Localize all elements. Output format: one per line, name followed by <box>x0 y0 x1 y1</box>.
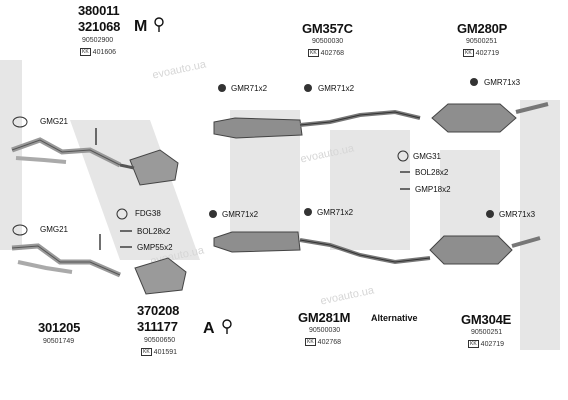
part-code: GM304E <box>461 312 512 327</box>
front-pipe-lower <box>11 243 121 278</box>
rear-silencer-bottom <box>429 235 541 265</box>
part-label: GMG21 <box>40 225 69 234</box>
part-label: BOL28x2 <box>137 227 171 236</box>
part-label: GMP55x2 <box>137 243 173 252</box>
ref-box-icon: KK <box>463 49 474 57</box>
article-number: 90501749 <box>43 338 75 345</box>
part-label: GMG31 <box>413 152 442 161</box>
automatic-transmission-icon: A <box>203 319 232 336</box>
middle-silencer-bottom <box>213 231 431 265</box>
ref-box-icon: KK <box>141 348 152 356</box>
part-label: GMR71x2 <box>222 210 259 219</box>
ref-box-icon: KK <box>305 338 316 346</box>
front-pipe-upper <box>11 137 122 168</box>
part-label: GMR71x3 <box>484 78 521 87</box>
part-code: GM280P <box>457 21 508 36</box>
part-label: BOL28x2 <box>415 168 449 177</box>
catalytic-converter-lower <box>134 257 187 295</box>
svg-text:M: M <box>134 18 147 34</box>
article-number: 90500251 <box>471 329 503 336</box>
part-code: 370208 <box>137 303 180 318</box>
ref-box-icon: KK <box>308 49 319 57</box>
part-label: GMR71x3 <box>499 210 536 219</box>
part-code: 301205 <box>38 320 81 335</box>
part-label: GMG21 <box>40 117 69 126</box>
part-label: GMR71x2 <box>231 84 268 93</box>
svg-text:A: A <box>203 320 215 336</box>
gasket-symbols <box>12 116 409 236</box>
article-number: 90500251 <box>466 38 498 45</box>
part-code: 321068 <box>78 19 121 34</box>
part-label: GMR71x2 <box>317 208 354 217</box>
manual-transmission-icon: M <box>134 17 164 34</box>
part-code: GM281M <box>298 310 351 325</box>
bolt-symbols <box>95 128 410 250</box>
article-number: 90500030 <box>312 38 344 45</box>
rear-silencer-top <box>431 102 549 133</box>
part-label: GMR71x2 <box>318 84 355 93</box>
article-number: 90500650 <box>144 337 176 344</box>
part-label: GMP18x2 <box>415 185 451 194</box>
part-label: FDG38 <box>135 209 161 218</box>
ref-box-icon: KK <box>468 340 479 348</box>
part-code: 311177 <box>137 319 178 334</box>
article-number: 90502900 <box>82 37 114 44</box>
article-number: 90500030 <box>309 327 341 334</box>
catalytic-converter-upper <box>119 149 179 186</box>
alternative-note: Alternative <box>371 313 418 323</box>
part-code: 380011 <box>78 3 120 18</box>
rubber-mount-symbols <box>209 78 494 218</box>
middle-silencer-top <box>213 109 421 139</box>
part-code: GM357C <box>302 21 353 36</box>
ref-box-icon: KK <box>80 48 91 56</box>
